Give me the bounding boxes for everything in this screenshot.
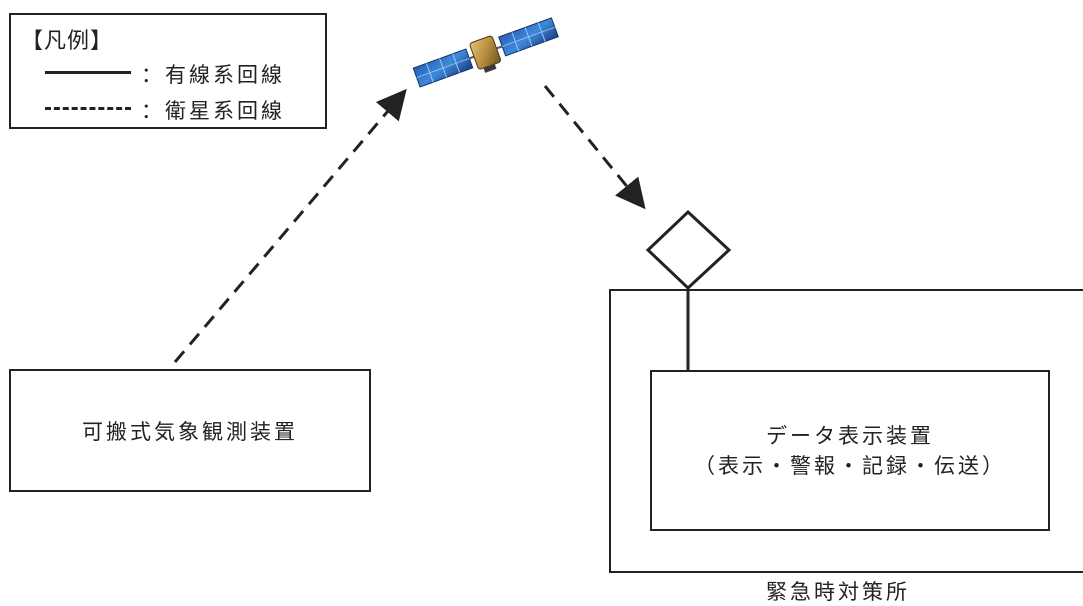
emergency-office-label: 緊急時対策所: [766, 580, 910, 604]
legend-title: 【凡例】: [21, 29, 114, 54]
antenna-diamond-icon: [645, 209, 732, 291]
satellite-icon: [412, 17, 559, 88]
satellite-uplink-line: [173, 88, 407, 363]
legend-wired-row: ：有線系回線: [11, 57, 325, 87]
legend-wired-label: ：有線系回線: [141, 63, 285, 87]
satellite-downlink-line: [543, 85, 646, 210]
solid-line-icon: [45, 71, 131, 74]
portable-weather-station-label: 可搬式気象観測装置: [82, 419, 298, 444]
legend-satellite-label: ：衛星系回線: [141, 99, 285, 123]
data-display-device-box: データ表示装置 （表示・警報・記録・伝送）: [650, 370, 1050, 531]
legend: 【凡例】 ：有線系回線 ：衛星系回線: [9, 13, 327, 129]
dashed-line-icon: [45, 107, 131, 110]
data-display-device-label: データ表示装置: [766, 423, 934, 448]
portable-weather-station-box: 可搬式気象観測装置: [9, 369, 371, 492]
legend-satellite-row: ：衛星系回線: [11, 93, 325, 123]
data-display-functions-label: （表示・警報・記録・伝送）: [694, 453, 1006, 478]
